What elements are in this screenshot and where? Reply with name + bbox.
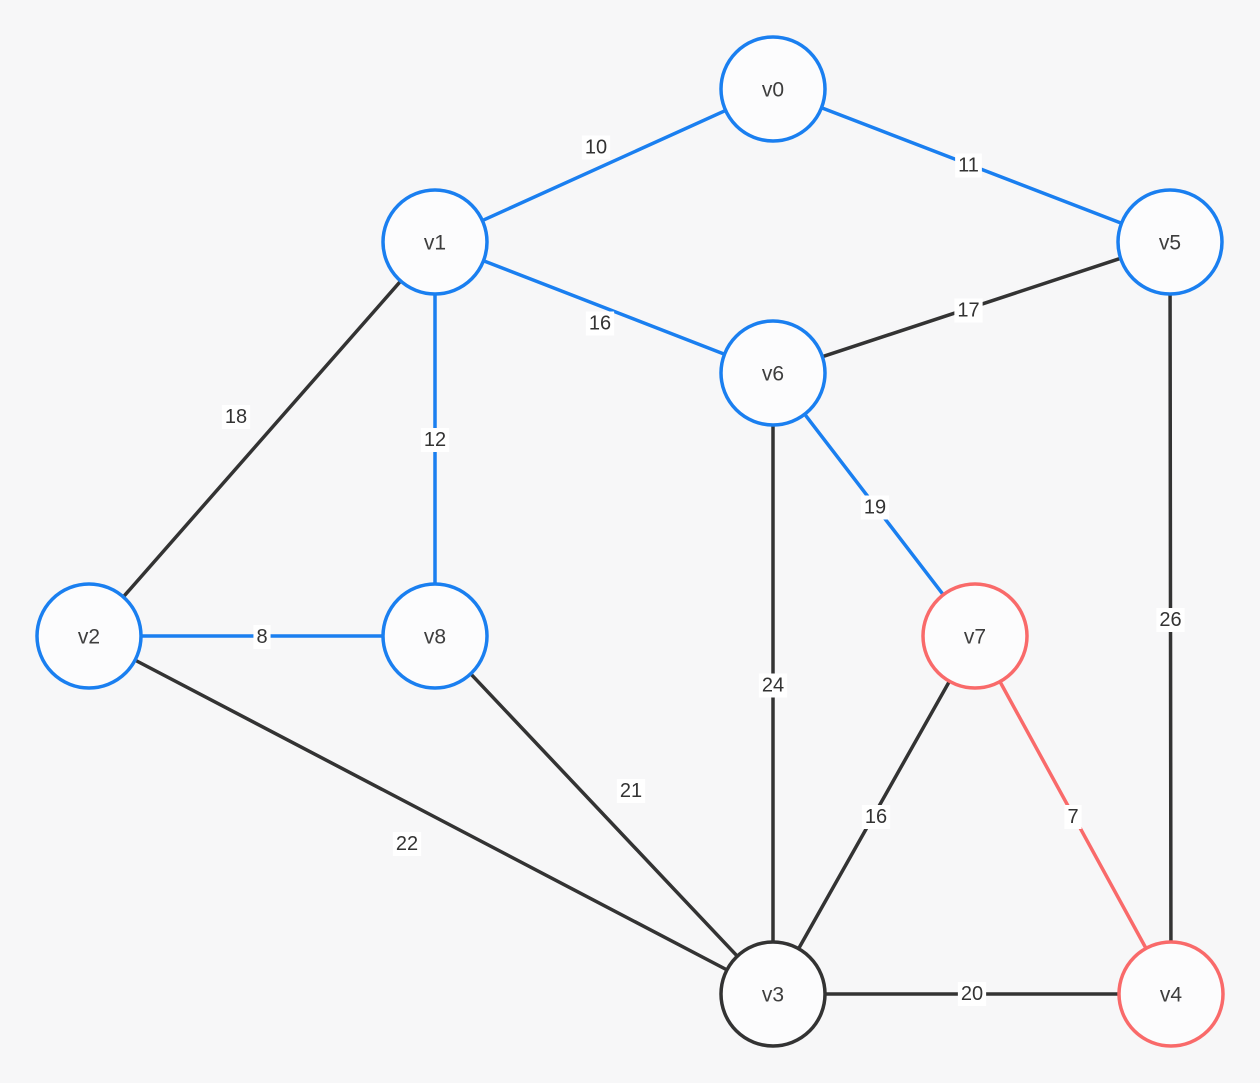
edge-weight-text: 8	[256, 626, 267, 648]
edge-weight-text: 17	[957, 300, 979, 322]
edge-weight-chip	[861, 805, 891, 829]
edge-weight-label-v2-v3: 22	[392, 832, 422, 856]
node-circle-v3[interactable]	[719, 940, 827, 1048]
node-label-v4: v4	[1160, 984, 1183, 1007]
edge-weight-text: 12	[424, 429, 446, 451]
edge-weight-label-v7-v4: 7	[1064, 805, 1082, 829]
edge-weight-label-v6-v3: 24	[758, 673, 788, 698]
node-circle-v1[interactable]	[381, 188, 489, 296]
node-circle-v4[interactable]	[1117, 940, 1225, 1048]
edge-v2-v3	[133, 658, 729, 972]
node-label-v3: v3	[762, 984, 784, 1007]
edge-weight-text: 7	[1067, 806, 1078, 828]
edge-weight-label-v3-v4: 20	[957, 982, 987, 1006]
node-v6[interactable]: v6	[719, 319, 827, 427]
node-circle-v0[interactable]	[719, 35, 827, 143]
edge-weight-chip	[581, 135, 611, 160]
edge-weight-label-v8-v3: 21	[616, 779, 646, 803]
edge-weight-text: 10	[585, 137, 607, 159]
edge-weight-chip	[616, 779, 646, 803]
node-v5[interactable]: v5	[1116, 188, 1224, 296]
edge-weight-text: 11	[958, 155, 979, 177]
node-v7[interactable]: v7	[921, 582, 1029, 690]
edge-weight-label-v0-v5: 11	[955, 153, 982, 178]
node-v3[interactable]: v3	[719, 940, 827, 1048]
edge-weight-chip	[253, 625, 271, 649]
edge-weight-label-v1-v2: 18	[221, 405, 251, 429]
node-circle-v6[interactable]	[719, 319, 827, 427]
edge-weight-text: 24	[762, 675, 784, 697]
node-label-v1: v1	[424, 232, 446, 255]
edge-weight-text: 16	[589, 313, 611, 335]
edge-weight-label-v5-v6: 17	[954, 298, 983, 323]
edge-v1-v2	[121, 279, 403, 599]
node-label-v7: v7	[964, 626, 986, 649]
edge-v8-v3	[468, 672, 740, 958]
edge-labels-layer: 10 11 18 16 12 8 22 17 26 19 24 21 16 7 20	[221, 135, 1185, 1006]
edge-weight-label-v1-v6: 16	[585, 311, 615, 336]
node-v4[interactable]: v4	[1117, 940, 1225, 1048]
node-label-v5: v5	[1159, 232, 1181, 255]
edge-weight-chip	[955, 153, 982, 178]
edge-weight-label-v2-v8: 8	[253, 625, 271, 649]
node-label-v0: v0	[762, 79, 784, 102]
edge-weight-label-v5-v4: 26	[1156, 608, 1185, 632]
edge-weight-chip	[221, 405, 251, 429]
nodes-layer: v0 v1 v2 v3 v4 v5 v6 v7 v8	[35, 35, 1225, 1048]
node-v1[interactable]: v1	[381, 188, 489, 296]
edges-layer	[121, 105, 1173, 996]
node-circle-v8[interactable]	[381, 582, 489, 690]
edge-v0-v1	[480, 108, 728, 223]
edge-weight-chip	[1156, 608, 1185, 632]
node-v2[interactable]: v2	[35, 582, 143, 690]
edge-weight-chip	[392, 832, 422, 856]
edge-weight-chip	[957, 982, 987, 1006]
edge-weight-chip	[860, 495, 890, 520]
node-circle-v7[interactable]	[921, 582, 1029, 690]
node-label-v6: v6	[762, 363, 784, 386]
edge-weight-chip	[954, 298, 983, 323]
edge-weight-chip	[1064, 805, 1082, 829]
edge-weight-label-v7-v3: 16	[861, 805, 891, 829]
edge-weight-text: 21	[620, 780, 642, 802]
edge-weight-text: 16	[865, 806, 887, 828]
edge-weight-label-v6-v7: 19	[860, 495, 890, 520]
node-v0[interactable]: v0	[719, 35, 827, 143]
node-v8[interactable]: v8	[381, 582, 489, 690]
edge-weight-text: 22	[396, 833, 418, 855]
edge-weight-chip	[420, 428, 450, 452]
node-circle-v2[interactable]	[35, 582, 143, 690]
node-label-v8: v8	[424, 626, 446, 649]
node-label-v2: v2	[78, 626, 100, 649]
edge-weight-label-v1-v8: 12	[420, 428, 450, 452]
edge-weight-chip	[585, 311, 615, 336]
edge-weight-text: 26	[1159, 609, 1181, 631]
edge-weight-chip	[758, 673, 788, 698]
edge-v1-v6	[481, 259, 727, 356]
edge-weight-label-v0-v1: 10	[581, 135, 611, 160]
edge-weight-text: 19	[864, 497, 886, 519]
node-circle-v5[interactable]	[1116, 188, 1224, 296]
edge-weight-text: 18	[225, 406, 247, 428]
edge-weight-text: 20	[961, 983, 983, 1005]
